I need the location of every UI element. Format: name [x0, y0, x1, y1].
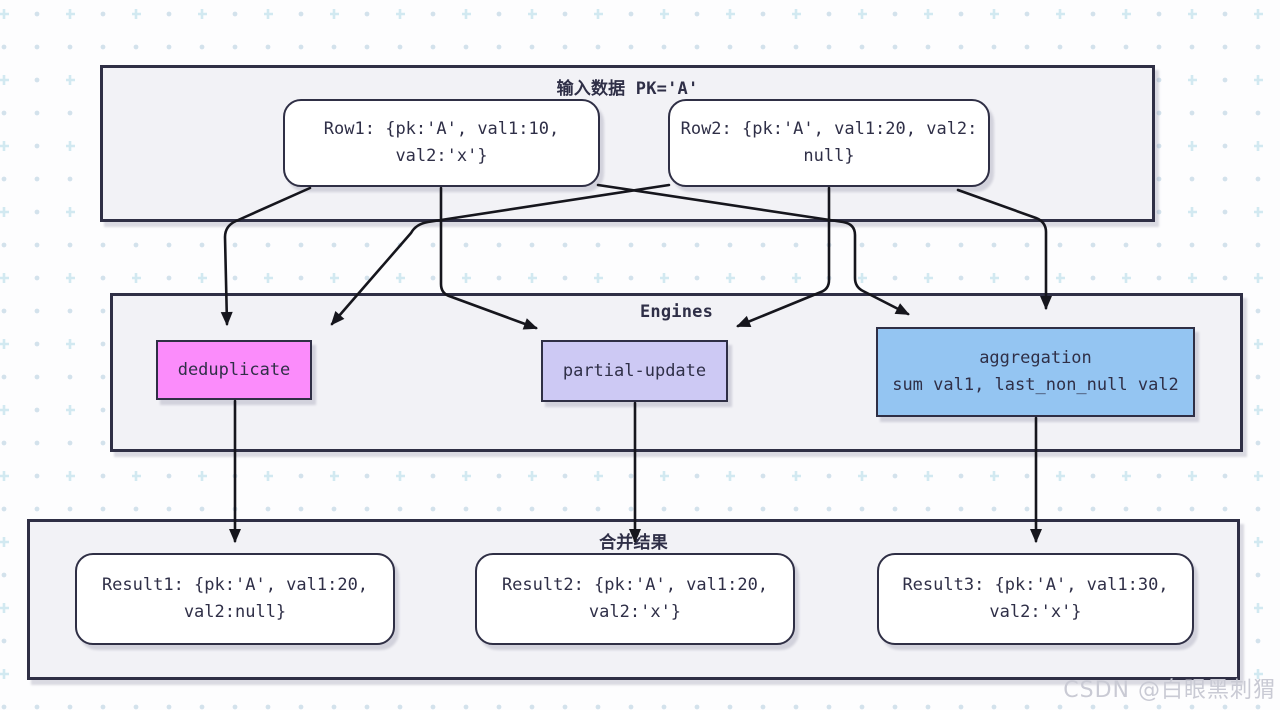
node-deduplicate: deduplicate	[156, 340, 312, 400]
node-result3: Result3: {pk:'A', val1:30, val2:'x'}	[877, 553, 1194, 645]
node-result1: Result1: {pk:'A', val1:20, val2:null}	[75, 553, 395, 645]
input-section: 输入数据 PK='A'	[100, 65, 1155, 222]
watermark: CSDN @白眼黑刺猬	[1063, 678, 1276, 703]
results-section-title: 合并结果	[599, 533, 668, 553]
node-row2: Row2: {pk:'A', val1:20, val2: null}	[668, 99, 990, 187]
node-partial-update: partial-update	[541, 340, 728, 402]
node-aggregation: aggregation sum val1, last_non_null val2	[876, 327, 1195, 417]
engines-section-title: Engines	[639, 302, 714, 322]
input-section-title: 输入数据 PK='A'	[556, 79, 699, 99]
node-row1: Row1: {pk:'A', val1:10, val2:'x'}	[283, 99, 600, 187]
node-result2: Result2: {pk:'A', val1:20, val2:'x'}	[475, 553, 795, 645]
